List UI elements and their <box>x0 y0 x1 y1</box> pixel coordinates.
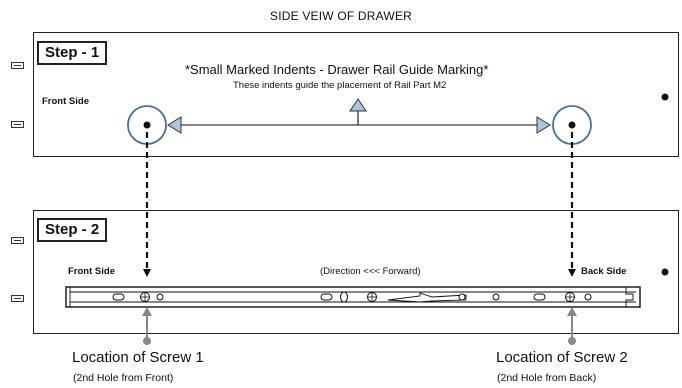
screw1-pointer <box>142 307 152 345</box>
screw1-location-label: Location of Screw 1 <box>72 349 204 366</box>
diagram-title: SIDE VEIW OF DRAWER <box>269 9 413 23</box>
step1-label: Step - 1 <box>37 41 108 65</box>
step1-subheading: These indents guide the placement of Rai… <box>233 80 447 91</box>
step2-back-side-label: Back Side <box>581 266 627 277</box>
peg-left-3 <box>11 237 24 244</box>
peg-left-2 <box>11 121 24 128</box>
step1-heading: *Small Marked Indents - Drawer Rail Guid… <box>185 62 489 77</box>
step2-edge-dot <box>661 268 669 276</box>
back-indent-dot <box>568 121 576 129</box>
screw2-location-label: Location of Screw 2 <box>496 349 628 366</box>
direction-label: (Direction <<< Forward) <box>320 266 421 277</box>
step2-label: Step - 2 <box>37 218 108 242</box>
peg-left-1 <box>11 62 24 69</box>
front-indent-dot <box>143 121 151 129</box>
rail-part <box>65 286 641 308</box>
step1-edge-dot <box>661 93 669 101</box>
screw2-location-note: (2nd Hole from Back) <box>497 372 597 384</box>
screw1-location-note: (2nd Hole from Front) <box>73 372 174 384</box>
screw2-pointer <box>567 307 577 345</box>
peg-left-4 <box>11 295 24 302</box>
step2-front-side-label: Front Side <box>68 266 115 277</box>
step1-front-side-label: Front Side <box>42 96 89 107</box>
guide-double-arrow <box>167 98 551 134</box>
